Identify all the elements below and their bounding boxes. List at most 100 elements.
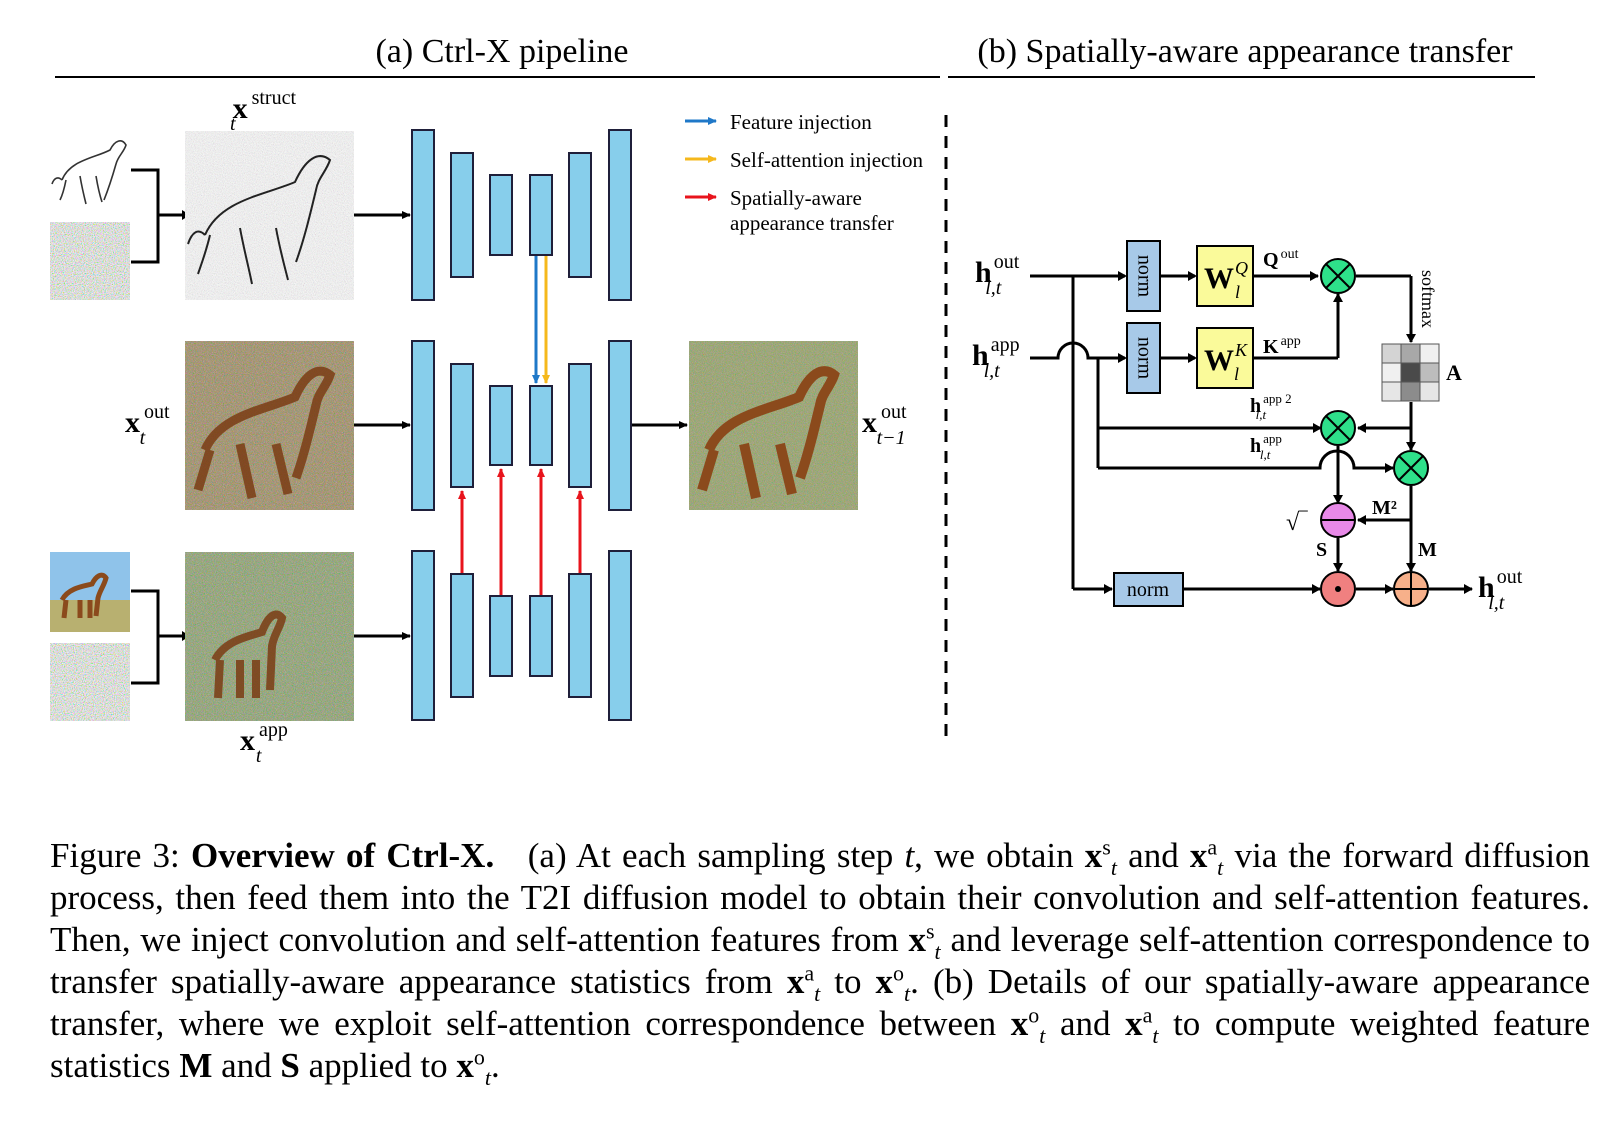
caption-text: and: [1128, 836, 1179, 875]
legend-selfattn-label: Self-attention injection: [730, 148, 924, 172]
sqrt-symbol: √‾: [1286, 510, 1308, 536]
s-label: S: [1316, 539, 1327, 561]
caption-math: xat: [1189, 834, 1224, 880]
legend-spatial-label-1: Spatially-aware: [730, 186, 862, 210]
norm-out-box: norm: [1126, 240, 1161, 312]
caption-math: xat: [1125, 1002, 1159, 1048]
legend-feature-label: Feature injection: [730, 110, 872, 134]
unet-struct-block: [568, 152, 592, 278]
softmax-label: softmax: [1418, 270, 1438, 328]
caption-text: via the forward diffusion process, then …: [50, 836, 1591, 959]
unet-app-block: [450, 573, 474, 698]
unet-struct-block: [608, 129, 632, 301]
caption-text: to: [834, 962, 862, 1001]
caption-text: . (b) Details of our spatially-aware app…: [50, 962, 1591, 1043]
caption-math: xot: [875, 960, 911, 1006]
unet-app-block: [608, 550, 632, 721]
unet-out-block: [411, 340, 435, 511]
unet-app-block: [411, 550, 435, 721]
wires: [1030, 274, 1472, 591]
caption-text: and: [221, 1046, 272, 1085]
caption-text: applied to: [308, 1046, 448, 1085]
minus-op: [1320, 502, 1356, 538]
unet-out-block: [450, 363, 474, 488]
unet-app-block: [489, 595, 513, 677]
unet-struct-block: [450, 152, 474, 278]
caption-text: and: [1059, 1004, 1111, 1043]
panel-b-title: (b) Spatially-aware appearance transfer: [977, 33, 1513, 70]
norm-app-label: norm: [1133, 337, 1155, 380]
m-squared-label: M²: [1372, 497, 1397, 519]
unet-app-block: [568, 573, 592, 698]
unet-struct-block: [411, 129, 435, 301]
unet-app-block: [529, 595, 553, 677]
caption-text: , we obtain: [914, 836, 1074, 875]
figure-caption: Figure 3: Overview of Ctrl-X. (a) At eac…: [50, 834, 1591, 1090]
unet-app: [411, 550, 632, 721]
legend: Feature injection Self-attention injecti…: [685, 110, 924, 235]
caption-math: xot: [456, 1044, 491, 1090]
elementwise-product-op: [1320, 571, 1356, 607]
noise-thumbnail-2: [50, 643, 130, 721]
multiply-happ2: [1320, 410, 1356, 446]
noise-thumbnail-1: [50, 222, 130, 300]
norm-out-label: norm: [1133, 255, 1155, 298]
unet-out-block: [608, 340, 632, 511]
caption-math: xst: [1084, 834, 1117, 880]
legend-spatial-label-2: appearance transfer: [730, 211, 894, 235]
unet-struct-block: [529, 174, 553, 256]
unet-out-block: [568, 363, 592, 488]
caption-math: t: [904, 836, 915, 875]
caption-math: M: [179, 1046, 213, 1085]
struct-noisy-image: [185, 131, 354, 300]
panel-a-title: (a) Ctrl-X pipeline: [375, 33, 628, 70]
caption-fig-label: Figure 3:: [50, 836, 180, 875]
norm-bottom-label: norm: [1127, 579, 1170, 601]
unet-out-block: [489, 385, 513, 466]
m-label: M: [1418, 539, 1437, 561]
norm-app-box: norm: [1126, 322, 1161, 394]
multiply-qk: [1320, 258, 1356, 294]
struct-combine-bracket: [131, 168, 182, 264]
caption-title: Overview of Ctrl-X.: [190, 836, 495, 875]
plus-op: [1393, 571, 1429, 607]
multiply-happ: [1393, 450, 1429, 486]
horse-photo-thumbnail: [50, 552, 130, 632]
app-combine-bracket: [131, 589, 182, 685]
unet-struct-block: [489, 174, 513, 256]
sketch-thumbnail: [50, 130, 130, 210]
app-noisy-image: [185, 552, 354, 721]
caption-text: (a) At each sampling step: [527, 836, 894, 875]
unet-out-block: [529, 385, 553, 466]
caption-math: xst: [908, 918, 941, 964]
caption-text: .: [491, 1046, 500, 1085]
panel-b-arrowheads: [1104, 271, 1473, 594]
unet-out: [411, 340, 632, 511]
attention-matrix-label: A: [1446, 360, 1462, 385]
attention-matrix: [1381, 343, 1440, 402]
caption-math: xot: [1010, 1002, 1046, 1048]
figure-diagram: (a) Ctrl-X pipeline (b) Spatially-aware …: [50, 33, 1535, 767]
out-noisy-image: [185, 341, 354, 510]
unet-struct: [411, 129, 632, 301]
appearance-transfer-arrows: [458, 468, 584, 595]
caption-text: to compute weighted feature statistics: [50, 1004, 1591, 1085]
next-step-image: [689, 341, 858, 510]
caption-math: xat: [786, 960, 821, 1006]
norm-bottom-box: norm: [1113, 572, 1184, 607]
caption-math: S: [280, 1046, 300, 1085]
